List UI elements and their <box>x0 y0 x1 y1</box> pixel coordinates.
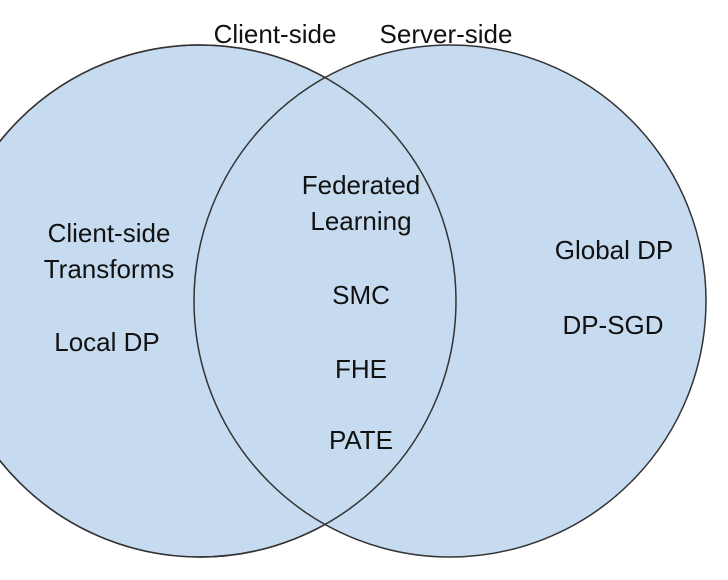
federated-learning-line-2: Learning <box>310 206 412 236</box>
client-side-transforms-line-2: Transforms <box>43 254 175 284</box>
server-side-circle <box>193 44 707 558</box>
dp-sgd-label: DP-SGD <box>562 310 664 340</box>
federated-learning-line-1: Federated <box>301 170 421 200</box>
pate-label: PATE <box>328 425 394 455</box>
server-side-set-label: Server-side <box>379 19 513 49</box>
global-dp-label: Global DP <box>554 235 674 265</box>
smc-label: SMC <box>332 280 390 310</box>
local-dp-label: Local DP <box>54 327 160 357</box>
fhe-label: FHE <box>335 354 387 384</box>
client-side-circle-outline <box>0 44 457 558</box>
client-side-transforms-label: Client-side Transforms <box>44 215 175 287</box>
client-side-set-label: Client-side <box>213 19 337 49</box>
federated-learning-label: Federated Learning <box>302 167 421 239</box>
client-side-transforms-line-1: Client-side <box>47 218 171 248</box>
